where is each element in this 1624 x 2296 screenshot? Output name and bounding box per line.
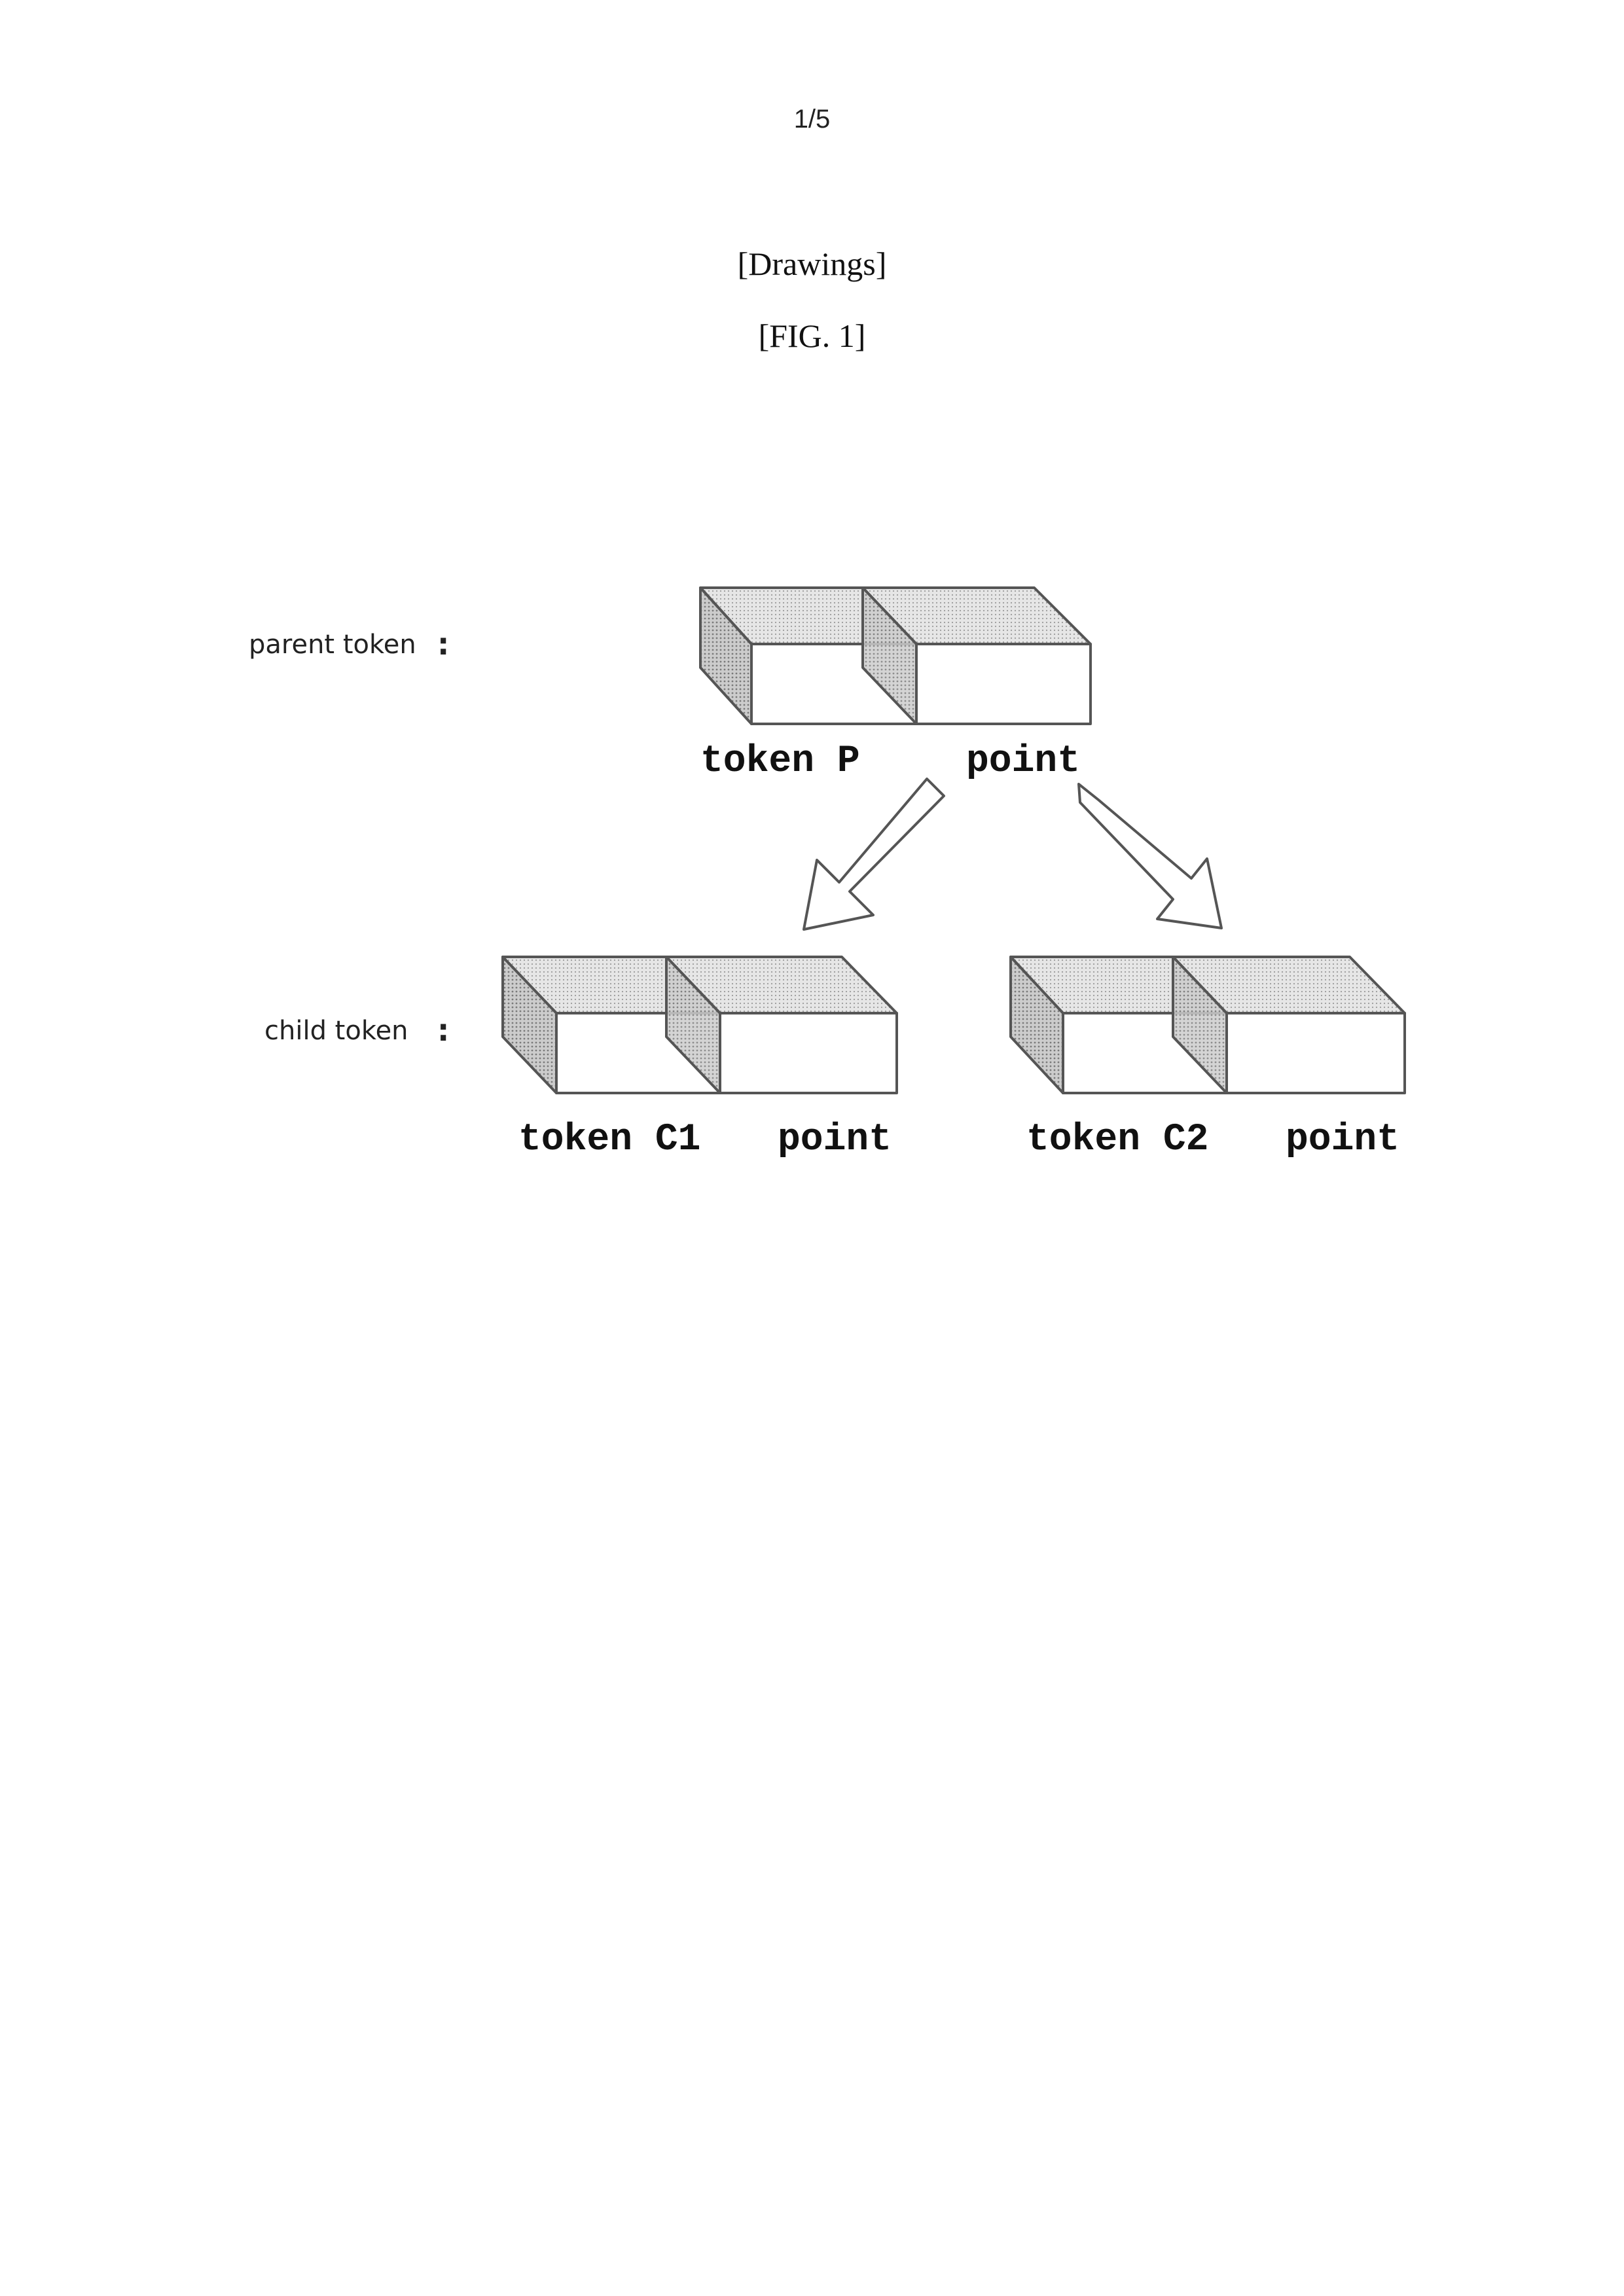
- parent-token-colon: :: [437, 626, 449, 662]
- child1-token-block: [503, 957, 897, 1093]
- parent-token-point: point: [966, 740, 1080, 783]
- parent-token-label: parent token: [249, 630, 416, 660]
- parent-token-block: [700, 588, 1091, 724]
- child1-token-point: point: [778, 1119, 892, 1161]
- parent-token-name: token P: [700, 740, 860, 783]
- child2-token-block: [1011, 957, 1405, 1093]
- arrow-to-child1: [804, 779, 944, 929]
- child2-token-name: token C2: [1026, 1119, 1208, 1161]
- child1-token-name: token C1: [518, 1119, 700, 1161]
- arrow-to-child2: [1079, 784, 1221, 928]
- child-token-label: child token: [264, 1016, 408, 1046]
- child2-token-point: point: [1286, 1119, 1399, 1161]
- child-token-colon: :: [437, 1013, 449, 1048]
